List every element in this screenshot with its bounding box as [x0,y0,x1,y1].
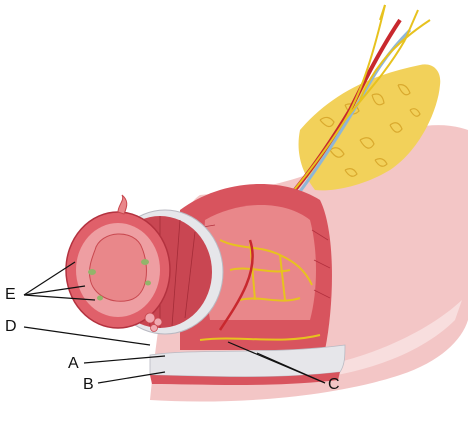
label-b: B [83,376,94,393]
leader-c-2 [256,352,326,384]
leader-e-1 [23,261,76,296]
leader-d [23,326,151,346]
lumen-mucosa [89,233,147,302]
leader-a [83,355,166,364]
label-d: D [5,318,17,335]
serosa-band [149,344,346,378]
lymph-nodules [144,312,163,332]
leader-b [97,371,166,384]
glands [88,259,151,301]
leader-lines [23,261,326,384]
inner-tissue-window [204,205,316,320]
label-e: E [5,286,16,303]
mucosa-strip-bottom [150,372,340,385]
label-a: A [68,355,79,372]
label-c: C [328,376,340,393]
mesentery-stalk [117,194,128,215]
mesentery-fat [298,64,441,191]
leader-e-3 [23,294,96,301]
submucosal-artery-branch [218,239,254,331]
leader-e-2 [23,285,86,296]
